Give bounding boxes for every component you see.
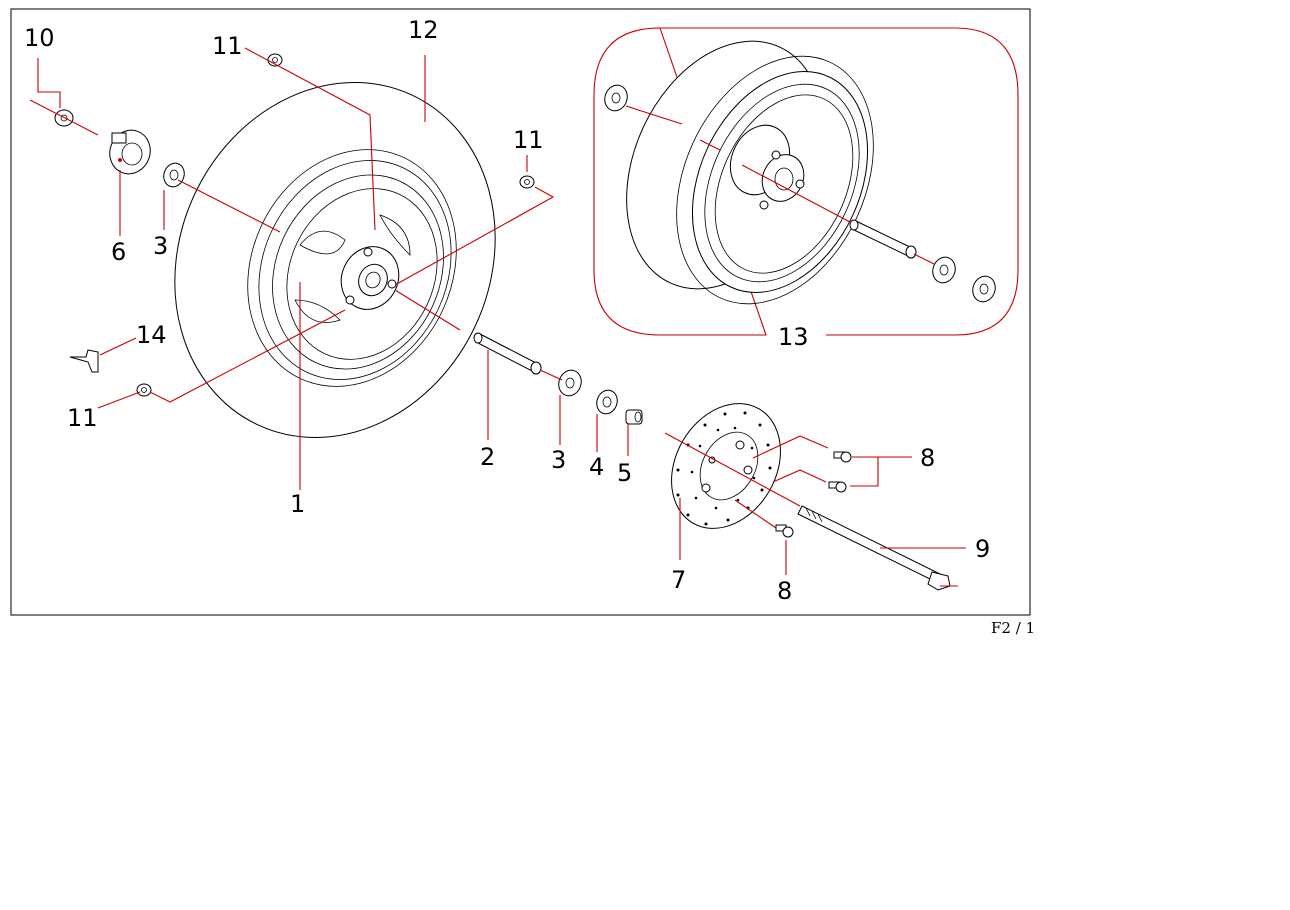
page-reference: F2 / 1 — [991, 619, 1036, 637]
callout-11-top: 11 — [212, 32, 243, 60]
part-5-collar — [625, 409, 643, 425]
callout-9: 9 — [975, 535, 990, 563]
callout-7: 7 — [671, 566, 686, 594]
callout-3-right: 3 — [551, 446, 566, 474]
callout-13: 13 — [778, 323, 809, 351]
part-11-nut-bottom — [136, 383, 152, 397]
callout-4: 4 — [589, 453, 604, 481]
assembly-13-spacer-tube — [849, 219, 917, 259]
callout-2: 2 — [480, 443, 495, 471]
callout-11-right: 11 — [513, 126, 544, 154]
part-11-nut-right — [519, 175, 535, 189]
callout-8-lower: 8 — [777, 577, 792, 605]
part-8-bolt-middle — [828, 481, 847, 493]
part-11-nut-top — [267, 53, 283, 67]
assembly-13-washer-left — [604, 84, 628, 112]
part-3-bearing-left — [163, 162, 185, 188]
callout-12: 12 — [408, 16, 439, 44]
callout-6: 6 — [111, 238, 126, 266]
part-14-air-valve — [69, 349, 99, 373]
part-6-speedo-gear — [109, 129, 151, 175]
callout-14: 14 — [136, 321, 167, 349]
leader-lines — [29, 47, 966, 587]
part-8-bolt-lower — [775, 524, 794, 538]
part-3-bearing-right — [558, 369, 582, 397]
callout-1: 1 — [290, 490, 305, 518]
callout-5: 5 — [617, 459, 632, 487]
callout-3-left: 3 — [153, 232, 168, 260]
diagram-frame — [10, 8, 1031, 616]
assembly-13-box — [593, 27, 1019, 336]
callout-8-upper: 8 — [920, 444, 935, 472]
part-2-spacer-tube — [473, 332, 542, 375]
part-4-seal — [596, 389, 618, 415]
callout-11-bottom: 11 — [67, 404, 98, 432]
assembly-13-washer-right — [972, 275, 996, 303]
assembly-13-rim — [626, 40, 874, 305]
part-8-bolt-upper — [833, 451, 852, 463]
callout-10: 10 — [24, 24, 55, 52]
front-wheel-tire — [174, 82, 496, 438]
assembly-13-washer-mid — [932, 256, 956, 284]
